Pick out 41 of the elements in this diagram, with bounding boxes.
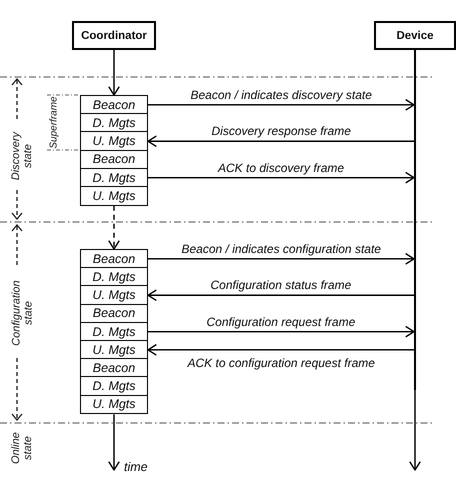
frame-slot: Beacon: [80, 304, 148, 324]
frame-slot: Beacon: [80, 358, 148, 378]
frame-slot: D. Mgts: [80, 376, 148, 396]
frame-slot: U. Mgts: [80, 131, 148, 152]
state-label: Discovery state: [10, 132, 34, 180]
message-label: Discovery response frame: [210, 125, 352, 138]
message-label: Beacon / indicates configuration state: [180, 242, 382, 256]
message-label: Configuration status frame: [210, 279, 352, 292]
message-arrow: [147, 344, 414, 356]
axis-label: time: [120, 459, 148, 475]
frame-slot: Beacon: [80, 95, 148, 115]
bracket-label: Superframe: [48, 96, 60, 148]
arrow: [108, 206, 120, 250]
frame-slot: U. Mgts: [80, 285, 148, 306]
message-arrow: [147, 289, 414, 302]
message-label: ACK to configuration request frame: [186, 356, 376, 370]
frame-slot: D. Mgts: [80, 168, 148, 188]
arrow: [108, 414, 120, 471]
frame-slot: U. Mgts: [80, 394, 148, 414]
message-arrow: [148, 252, 415, 265]
state-label: Configuration state: [10, 280, 34, 346]
message-label: Configuration request frame: [206, 316, 356, 329]
message-label: Beacon / indicates discovery state: [190, 88, 373, 102]
frame-slot: Beacon: [80, 150, 148, 170]
message-arrow: [148, 326, 415, 338]
frame-slot: U. Mgts: [80, 340, 148, 360]
participant-box: Coordinator: [72, 21, 156, 50]
frame-slot: D. Mgts: [80, 322, 148, 342]
participant-box: Device: [374, 21, 456, 50]
message-arrow: [148, 98, 415, 111]
frame-slot: D. Mgts: [80, 113, 148, 133]
frame-slot: U. Mgts: [80, 186, 148, 206]
lifeline-arrow: [409, 390, 421, 471]
message-arrow: [147, 135, 414, 148]
message-arrow: [148, 172, 415, 184]
frame-slot: D. Mgts: [80, 267, 148, 287]
lifeline: [414, 50, 416, 390]
arrow: [108, 50, 120, 96]
message-label: ACK to discovery frame: [217, 162, 346, 175]
frame-slot: Beacon: [80, 249, 148, 269]
state-label: Online state: [10, 432, 34, 464]
